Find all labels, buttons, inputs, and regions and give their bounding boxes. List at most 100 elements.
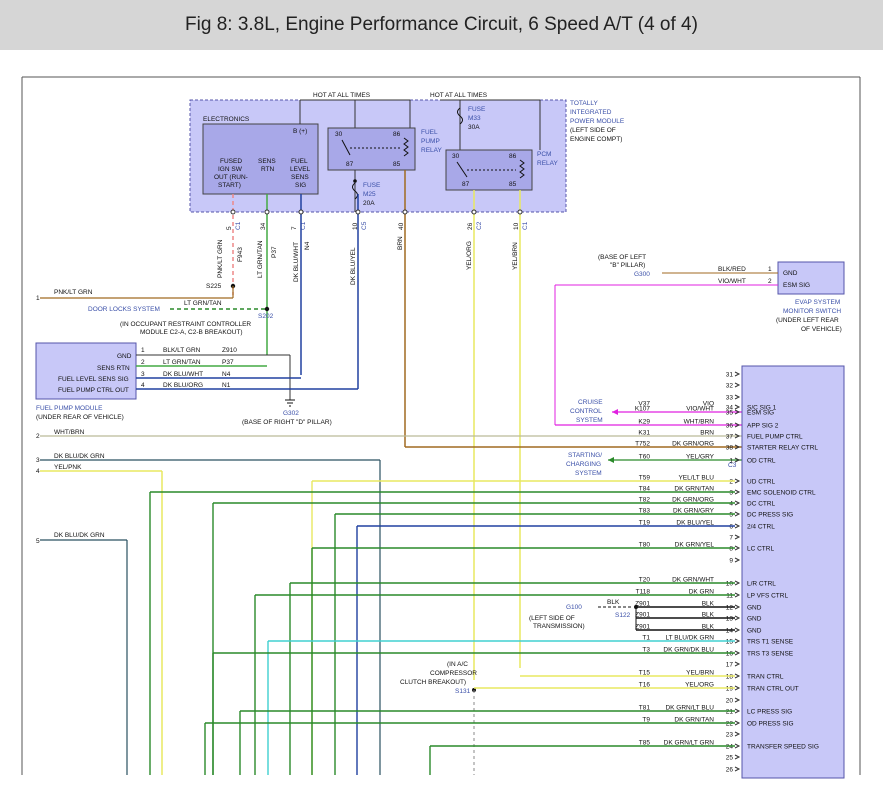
fpm-pin-num: 3: [141, 371, 145, 378]
ground-symbol-g302: [285, 399, 295, 407]
pcm-wire-circuit: Z901: [635, 624, 650, 631]
tipm-label-line: INTEGRATED: [570, 109, 612, 116]
pcm-pin-number: 38: [726, 445, 734, 452]
pcm-pin-number: 7: [729, 535, 733, 542]
pcm-pin-function: DC PRESS SIG: [747, 512, 793, 519]
tipm-label-line: ENGINE COMPT): [570, 136, 622, 143]
pcm-pin-terminal-icon: [734, 409, 741, 415]
pcm-wire-circuit: T1: [642, 635, 650, 642]
starting-label-line: STARTING/: [568, 452, 602, 459]
pcm-pin-terminal-icon: [734, 720, 741, 726]
relay-pin-label: 87: [346, 161, 354, 168]
pcm-pin-number: 34: [726, 405, 734, 412]
pcm-relay-label: PCM RELAY: [537, 151, 558, 167]
pcm-pin-terminal-icon: [734, 433, 741, 439]
pcm-pin-function: 2/4 CTRL: [747, 524, 775, 531]
figure-title-bar: Fig 8: 3.8L, Engine Performance Circuit,…: [0, 0, 883, 50]
pcm-pin-terminal-icon: [734, 422, 741, 428]
fuse-m25-line: M25: [363, 191, 376, 198]
wire-color-label: PNK/LT GRN: [217, 239, 224, 278]
pcm-pin-number: 2: [729, 479, 733, 486]
evap-module-box: [777, 261, 845, 295]
sens-rtn-line: SENS: [258, 158, 276, 165]
relay-pin-label: 87: [462, 181, 470, 188]
starting-charging-label: STARTING/ CHARGING SYSTEM: [566, 452, 602, 477]
fuel-pump-relay-line: RELAY: [421, 147, 442, 154]
pcm-pin-number: 24: [726, 744, 734, 751]
pcm-module-box: [741, 365, 845, 779]
evap-wire-color: VIO/WHT: [718, 278, 746, 285]
fuse-m25-node: [353, 179, 357, 183]
splice-s202-note: (IN OCCUPANT RESTRAINT CONTROLLER: [120, 321, 251, 328]
pcm-pin-terminal-icon: [734, 404, 741, 410]
evap-label-line: EVAP SYSTEM: [795, 299, 840, 306]
b-plus-label: B (+): [293, 128, 307, 135]
pcm-pin-function: FUEL PUMP CTRL: [747, 434, 803, 441]
pcm-pin-number: 20: [726, 698, 734, 705]
relay-pin-label: 86: [509, 153, 517, 160]
pcm-pin-number: 31: [726, 372, 734, 379]
splice-s202: [264, 306, 270, 312]
fpm-circuit: P37: [222, 359, 234, 366]
pcm-pin-number: 26: [726, 767, 734, 774]
connector-pin-number: 10: [513, 222, 520, 230]
fpm-pin-num: 4: [141, 382, 145, 389]
sens-rtn-label: SENS RTN: [258, 158, 276, 173]
pcm-pin-terminal-icon: [734, 743, 741, 749]
fuse-m33-symbol: [457, 107, 463, 125]
tipm-connector-pins: 5 C1 34 7 C1 10 C5 40 26 C2 10 C1: [226, 221, 529, 230]
fpm-pin-name: GND: [117, 353, 132, 360]
pcm-pin-terminal-icon: [734, 638, 741, 644]
tipm-label: TOTALLY INTEGRATED POWER MODULE (LEFT SI…: [570, 100, 625, 143]
pcm-wire-circuit: T82: [639, 497, 651, 504]
fpm-circuit: Z910: [222, 347, 237, 354]
pcm-wire-color: VIO/WHT: [686, 406, 714, 413]
connector-terminal: [402, 209, 408, 215]
wire-color-label: DK BLU/YEL: [350, 247, 357, 285]
pcm-pin-function: UD CTRL: [747, 479, 776, 486]
fuel-pump-relay-line: PUMP: [421, 138, 440, 145]
fused-ign-line: IGN SW: [218, 166, 243, 173]
pcm-wire-color: DK GRN/ORG: [672, 497, 714, 504]
left-wire-num: 3: [36, 457, 40, 464]
pcm-pin-function: EMC SOLENOID CTRL: [747, 490, 816, 497]
electronics-box: [202, 123, 319, 195]
pcm-pin-number: 18: [726, 674, 734, 681]
pcm-pin-number: 33: [726, 395, 734, 402]
pcm-pin-number: 36: [726, 423, 734, 430]
g300-note2: "B" PILLAR): [610, 262, 645, 269]
connector-id: C5: [361, 221, 368, 230]
pcm-wire-circuit: T20: [639, 577, 651, 584]
pcm-wire-circuit: T3: [642, 647, 650, 654]
connector-pin-number: 10: [352, 222, 359, 230]
hot-at-all-times-label: HOT AT ALL TIMES: [313, 92, 371, 99]
fuel-pump-relay-label: FUEL PUMP RELAY: [421, 129, 442, 154]
fpm-pin-name: FUEL LEVEL SENS SIG: [58, 376, 129, 383]
pcm-wires: [149, 480, 735, 775]
tipm-label-line: (LEFT SIDE OF: [570, 127, 616, 134]
figure-title: Fig 8: 3.8L, Engine Performance Circuit,…: [185, 14, 698, 35]
pcm-pin-number: 13: [726, 616, 734, 623]
evap-label-line: MONITOR SWITCH: [783, 308, 841, 315]
s131-note-line: COMPRESSOR: [430, 670, 477, 677]
fuse-m33-label: FUSE M33 30A: [468, 106, 486, 131]
connector-pin-number: 5: [226, 226, 233, 230]
fuse-m33-line: FUSE: [468, 106, 486, 113]
pcm-pin-function: TRAN CTRL: [747, 674, 784, 681]
connector-terminal: [517, 209, 523, 215]
fuel-level-line: FUEL: [291, 158, 308, 165]
evap-wire-color: BLK/RED: [718, 266, 746, 273]
wire-color-label: YEL/BRN: [512, 242, 519, 270]
evap-pin-name: ESM SIG: [783, 282, 810, 289]
fuel-level-line: SIG: [295, 182, 306, 189]
pcm-pin-terminal-icon: [734, 766, 741, 772]
relay-pin-label: 86: [393, 131, 401, 138]
fuel-pump-module-label: FUEL PUMP MODULE: [36, 405, 103, 412]
pcm-pin-number: 37: [726, 434, 734, 441]
pcm-wire-circuit: T15: [639, 670, 651, 677]
electronics-label: ELECTRONICS: [203, 116, 250, 123]
fuse-m33-line: M33: [468, 115, 481, 122]
pcm-wire-circuit: T59: [639, 475, 651, 482]
pcm-pin-terminal-icon: [734, 444, 741, 450]
pcm-pin-function: STARTER RELAY CTRL: [747, 445, 818, 452]
